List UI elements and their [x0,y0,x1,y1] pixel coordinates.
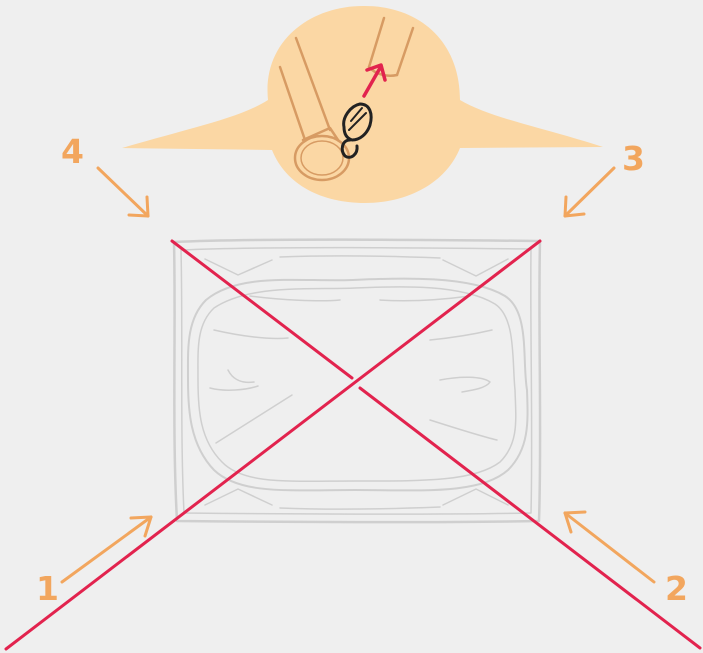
strap-clip-icon [278,16,415,182]
step-label-2: 2 [665,569,688,608]
cross-lines-icon [4,239,702,651]
arrow-up-right-icon [60,515,153,584]
detail-bubble [122,5,603,204]
mattress-outline [172,238,542,524]
arrow-down-left-icon [563,166,616,218]
cross-line-b [4,239,542,651]
step-label-3: 3 [622,139,645,178]
step-label-1: 1 [36,569,59,608]
mattress-inner-pillow [186,277,529,492]
step-label-4: 4 [61,132,84,171]
cross-line-a [170,239,354,380]
cross-line-a-lower [358,386,702,650]
arrow-down-right-icon [96,166,150,218]
mattress-icon [172,238,542,524]
arrow-up-left-icon [563,510,656,584]
